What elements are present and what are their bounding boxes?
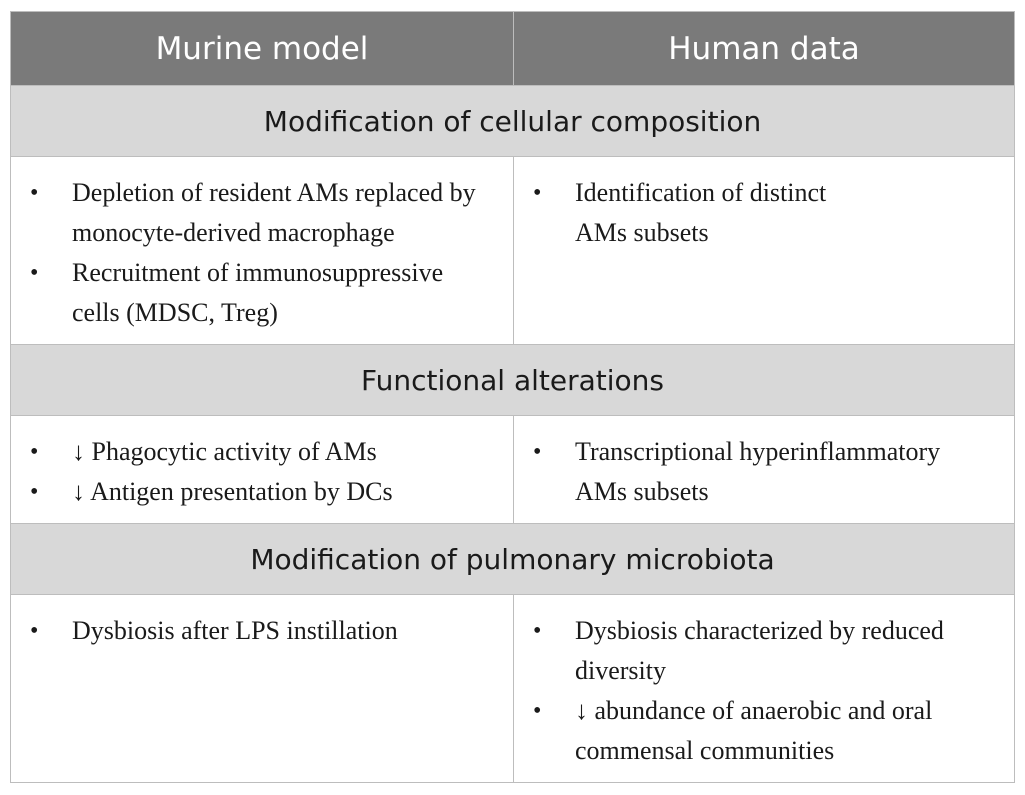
murine-bullet-list: Depletion of resident AMs replaced by mo… [11, 157, 513, 333]
human-cell: Transcriptional hyperinflammatory AMs su… [513, 415, 1015, 524]
section-title-cellular-composition: Modification of cellular composition [10, 85, 1015, 157]
section-row: Modification of cellular composition [10, 85, 1015, 157]
section-title-pulmonary-microbiota: Modification of pulmonary microbiota [10, 523, 1015, 595]
table-header-row: Murine model Human data [10, 11, 1015, 86]
list-item: Identification of distinct AMs subsets [514, 173, 996, 253]
murine-cell: Depletion of resident AMs replaced by mo… [10, 156, 514, 345]
murine-bullet-list: Dysbiosis after LPS instillation [11, 595, 513, 651]
section-row: Functional alterations [10, 344, 1015, 416]
list-item: Dysbiosis after LPS instillation [11, 611, 495, 651]
list-item: Dysbiosis characterized by reduced diver… [514, 611, 996, 691]
table-row: Depletion of resident AMs replaced by mo… [10, 156, 1015, 345]
section-row: Modification of pulmonary microbiota [10, 523, 1015, 595]
header-human-data: Human data [513, 11, 1015, 86]
human-bullet-list: Transcriptional hyperinflammatory AMs su… [514, 416, 1014, 512]
human-bullet-list: Identification of distinct AMs subsets [514, 157, 1014, 253]
human-cell: Dysbiosis characterized by reduced diver… [513, 594, 1015, 783]
murine-cell: ↓ Phagocytic activity of AMs ↓ Antigen p… [10, 415, 514, 524]
list-item: Recruitment of immunosuppressive cells (… [11, 253, 495, 333]
list-item: Transcriptional hyperinflammatory AMs su… [514, 432, 996, 512]
list-item: ↓ abundance of anaerobic and oral commen… [514, 691, 996, 771]
murine-bullet-list: ↓ Phagocytic activity of AMs ↓ Antigen p… [11, 416, 513, 512]
list-item: ↓ Antigen presentation by DCs [11, 472, 495, 512]
list-item: Depletion of resident AMs replaced by mo… [11, 173, 495, 253]
murine-cell: Dysbiosis after LPS instillation [10, 594, 514, 783]
table-row: Dysbiosis after LPS instillation Dysbios… [10, 594, 1015, 783]
table-row: ↓ Phagocytic activity of AMs ↓ Antigen p… [10, 415, 1015, 524]
human-cell: Identification of distinct AMs subsets [513, 156, 1015, 345]
comparison-table: Murine model Human data Modification of … [10, 11, 1015, 783]
header-murine-model: Murine model [10, 11, 514, 86]
human-bullet-list: Dysbiosis characterized by reduced diver… [514, 595, 1014, 771]
section-title-functional-alterations: Functional alterations [10, 344, 1015, 416]
list-item: ↓ Phagocytic activity of AMs [11, 432, 495, 472]
